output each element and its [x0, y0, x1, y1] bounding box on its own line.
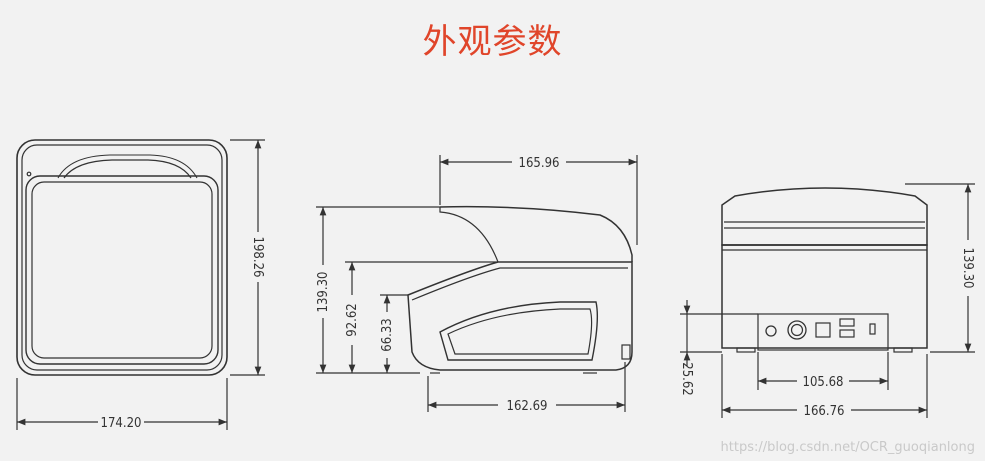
- rj45-port-icon: [815, 322, 831, 338]
- back-view: [721, 187, 928, 353]
- dim-side-top: 165.96: [439, 155, 638, 245]
- dim-front-height: 198.26: [230, 139, 265, 376]
- dim-back-port-width: 105.68: [757, 352, 889, 390]
- dim-side-mid-height-label: 92.62: [345, 303, 360, 336]
- dim-back-width-label: 166.76: [804, 404, 845, 419]
- dim-front-width: 174.20: [16, 378, 228, 431]
- dim-side-base: 162.69: [427, 362, 626, 414]
- round-connector-icon: [787, 320, 807, 340]
- dim-side-mid-height: 92.62: [345, 261, 498, 373]
- front-view: [16, 139, 228, 376]
- dim-back-height: 139.30: [905, 183, 975, 353]
- dim-back-height-label: 139.30: [960, 248, 975, 289]
- dim-side-top-label: 165.96: [519, 156, 560, 171]
- dim-back-port-height-label: 25.62: [679, 362, 694, 395]
- power-port-icon: [765, 325, 777, 337]
- dim-back-port-width-label: 105.68: [803, 375, 844, 390]
- dim-side-height: 139.30: [316, 206, 440, 374]
- usb-port-icon: [839, 318, 855, 327]
- dim-back-port-height: 25.62: [679, 300, 758, 396]
- dim-side-low-height-label: 66.33: [380, 318, 395, 351]
- dim-side-height-label: 139.30: [316, 272, 331, 313]
- dim-front-height-label: 198.26: [250, 237, 265, 278]
- watermark: https://blog.csdn.net/OCR_guoqianlong: [720, 440, 975, 455]
- page-title: 外观参数: [422, 22, 563, 62]
- dim-back-width: 166.76: [721, 354, 928, 419]
- dim-side-low-height: 66.33: [380, 294, 408, 373]
- dim-side-base-label: 162.69: [507, 399, 548, 414]
- side-view: [407, 205, 633, 374]
- dim-front-width-label: 174.20: [101, 416, 142, 431]
